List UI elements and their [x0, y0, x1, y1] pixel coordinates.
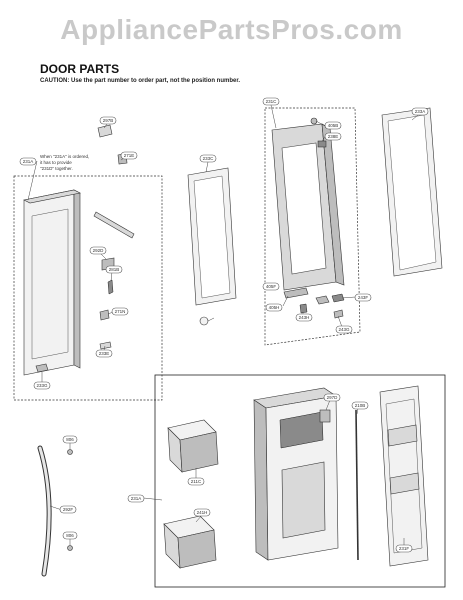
label-231C: 231C [266, 99, 278, 104]
part-labels: When "231A" is ordered, it has to provid… [19, 97, 429, 553]
left-group-boundary [13, 175, 163, 401]
dispenser-group-boundary [154, 374, 446, 588]
screw-806-bottom-shape [67, 545, 73, 551]
label-233E: 233E [99, 351, 110, 356]
dispenser-group [143, 374, 446, 588]
door-handle-fill [38, 446, 51, 576]
housing-left [253, 399, 269, 561]
part-271N-shape [99, 309, 110, 321]
part-405H-shape [299, 303, 308, 314]
part-238E-shape [317, 140, 327, 148]
panel-231F-bracket-upper [387, 424, 418, 447]
part-233G-shape [35, 363, 49, 373]
label-292F: 292F [63, 507, 74, 512]
label-405B: 405B [328, 123, 339, 128]
handle-group [37, 443, 73, 577]
label-806-bottom: 806 [66, 533, 74, 538]
note-line-2: it has to provide [40, 160, 72, 165]
label-281B: 281B [109, 267, 120, 272]
housing-opening-upper [279, 411, 324, 449]
part-233E-shape [99, 341, 112, 350]
part-405F-shape [283, 287, 309, 299]
label-211C: 211C [191, 479, 202, 484]
panel-231F-bracket-lower [389, 472, 420, 495]
frame-231C-window [281, 142, 327, 275]
label-292D: 292D [93, 248, 105, 253]
label-241H: 241H [197, 510, 208, 515]
watermark-text: AppliancePartsPros.com [60, 14, 403, 45]
caution-note: CAUTION: Use the part number to order pa… [40, 78, 241, 84]
door-panel-inset [31, 208, 69, 360]
rod-210B-shape [355, 409, 359, 561]
housing-opening-lower [281, 461, 326, 539]
door-panel-front [23, 189, 75, 376]
page-title: DOOR PARTS [40, 62, 120, 76]
label-806-top: 806 [66, 437, 74, 442]
label-210B: 210B [355, 403, 366, 408]
left-door-group [13, 123, 163, 401]
part-297D-shape [319, 409, 331, 423]
label-405F: 405F [266, 284, 277, 289]
part-243G-shape [333, 309, 344, 319]
label-271N: 271N [115, 309, 126, 314]
label-231A: 231A [23, 159, 34, 164]
inner-frame-group [187, 104, 443, 346]
label-405H: 405H [269, 305, 280, 310]
label-231F: 231F [399, 546, 410, 551]
part-243H-shape [315, 295, 330, 305]
clip-part-shape [199, 316, 209, 326]
note-line-3: "231D" together. [40, 166, 73, 171]
part-281B-shape [107, 279, 114, 295]
panel-231F-inset [385, 398, 423, 554]
label-233G: 233G [36, 383, 48, 388]
door-panel-side [73, 189, 81, 369]
label-297D: 297D [327, 395, 339, 400]
part-405B-shape [310, 117, 318, 125]
label-231A-lower: 231A [131, 496, 142, 501]
bin-211C-front [179, 431, 219, 473]
note-line-1: When "231A" is ordered, [40, 154, 89, 159]
label-243H: 243H [299, 315, 310, 320]
part-292D-bar [93, 211, 135, 239]
label-271E: 271E [124, 153, 135, 158]
part-243F-shape [331, 293, 345, 303]
label-243G: 243G [338, 327, 350, 332]
label-297B: 297B [103, 118, 114, 123]
gasket-233A-inner [387, 114, 437, 271]
gasket-233C-inner [193, 175, 231, 299]
screw-806-top-shape [67, 449, 73, 455]
bin-241H-front [177, 529, 217, 569]
door-panel-top [23, 189, 81, 204]
frame-group-boundary [264, 107, 361, 346]
label-233A: 233A [415, 109, 426, 114]
label-233C: 233C [203, 156, 215, 161]
part-297B-shape [97, 124, 113, 138]
label-243F: 243F [358, 295, 369, 300]
label-238E: 238E [328, 134, 339, 139]
